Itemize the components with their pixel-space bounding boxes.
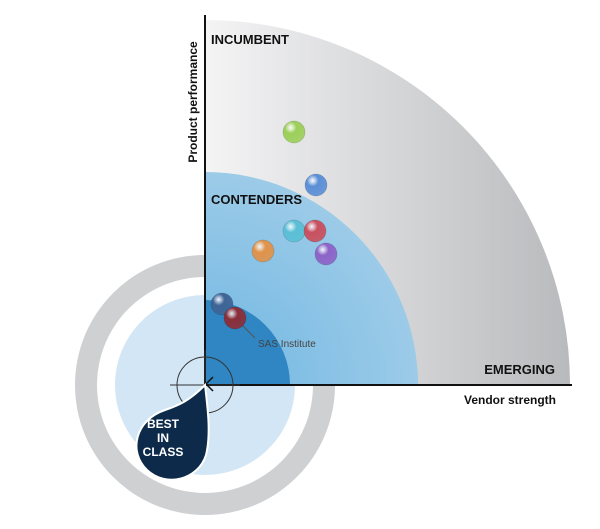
vendor-bubble-3 — [282, 219, 306, 243]
vendor-bubble-2 — [304, 173, 328, 197]
best-in-class-badge — [135, 382, 210, 481]
origin-arrow-icon — [204, 376, 214, 392]
sas-institute-label: SAS Institute — [258, 339, 316, 350]
vendor-bubble-5 — [251, 239, 275, 263]
y-axis-label: Product performance — [186, 41, 200, 163]
vendor-bubble-4 — [303, 219, 327, 243]
badge-line-3: CLASS — [143, 445, 184, 459]
vendor-bubble-sas-institute — [223, 306, 247, 330]
zone-label-incumbent: INCUMBENT — [211, 32, 289, 47]
badge-line-2: IN — [157, 431, 169, 445]
vendor-bubbles — [210, 120, 338, 330]
vendor-bubble-6 — [314, 242, 338, 266]
zone-label-contenders: CONTENDERS — [211, 192, 302, 207]
vendor-bubble-7 — [210, 292, 234, 316]
zone-label-emerging: EMERGING — [484, 362, 555, 377]
vendor-bubble-1 — [282, 120, 306, 144]
x-axis-label: Vendor strength — [464, 393, 556, 407]
badge-line-1: BEST — [147, 417, 180, 431]
